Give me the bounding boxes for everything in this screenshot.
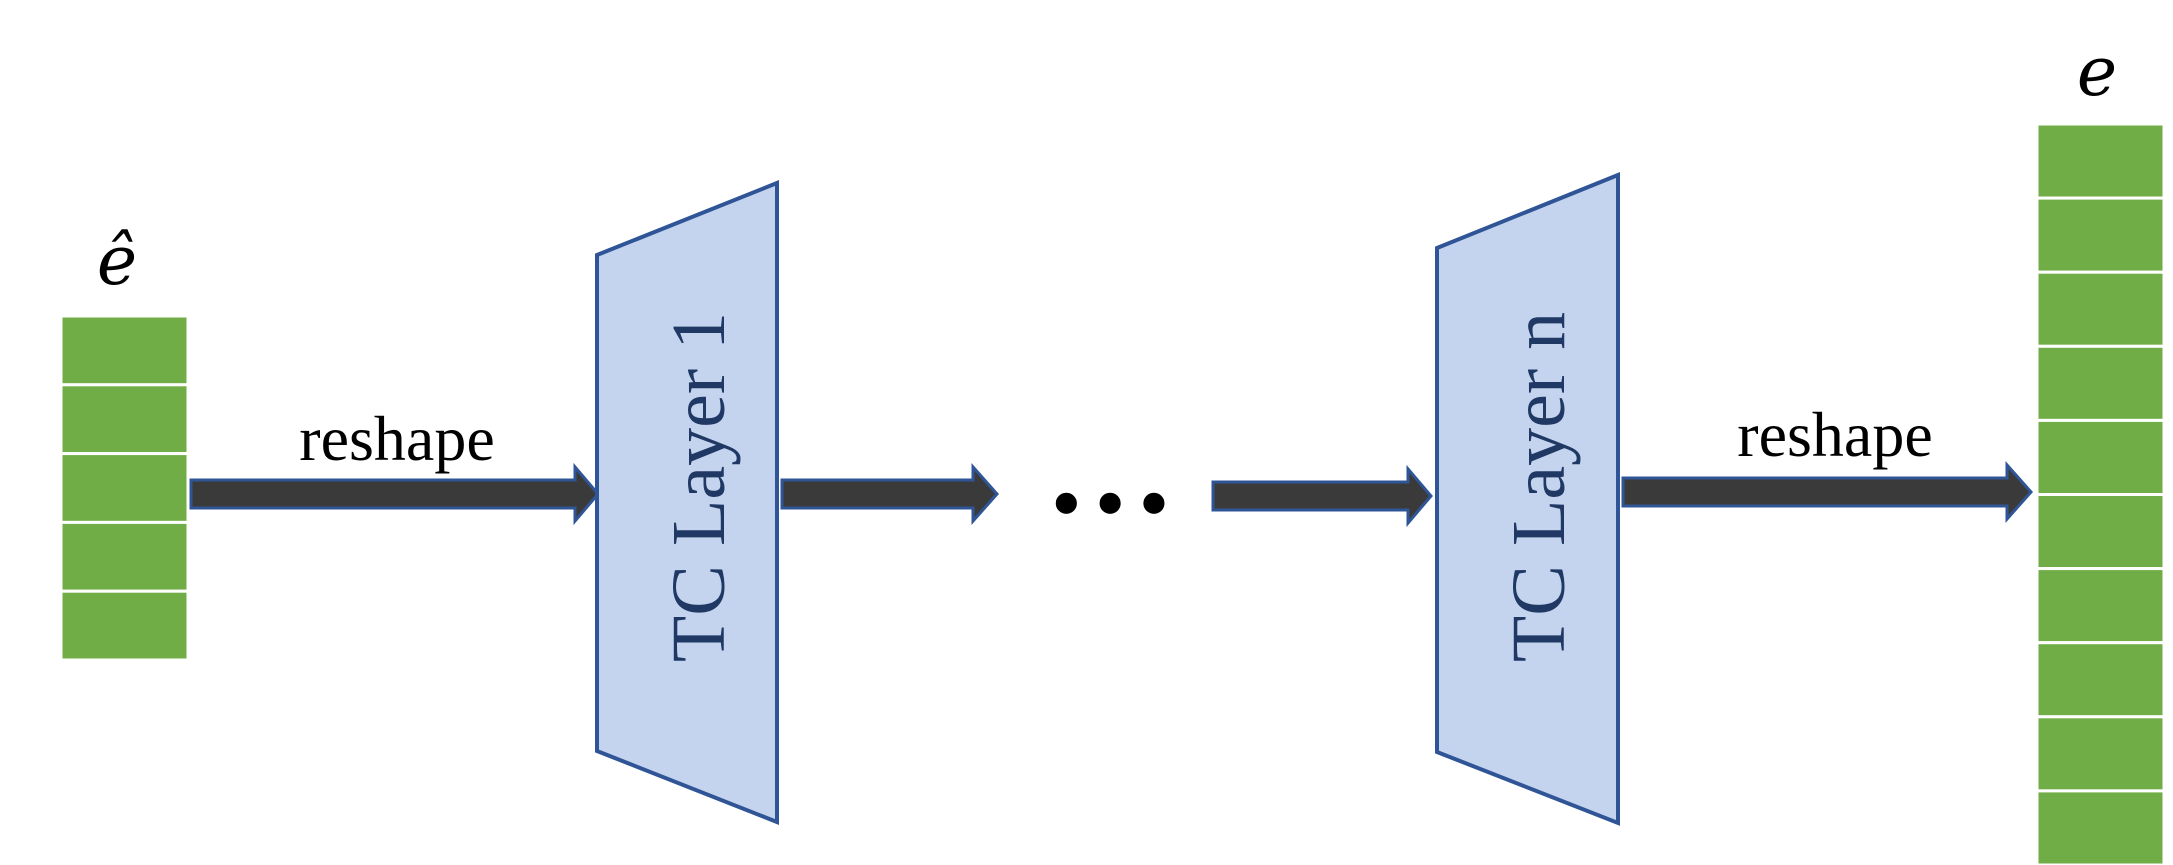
output-vector-cell bbox=[2035, 122, 2166, 200]
tc-layer-1-block bbox=[595, 180, 779, 825]
output-vector-cell bbox=[2035, 493, 2166, 571]
output-vector-cell bbox=[2035, 418, 2166, 496]
output-vector bbox=[2035, 122, 2166, 865]
output-vector-cell bbox=[2035, 196, 2166, 274]
input-vector-cell bbox=[59, 314, 190, 387]
output-vector-cell bbox=[2035, 567, 2166, 645]
arrow-layer1-to-ellipsis bbox=[780, 463, 1000, 525]
tc-layer-1-label: TC Layer 1 bbox=[657, 312, 741, 662]
input-vector-cell bbox=[59, 520, 190, 593]
input-vector-cell bbox=[59, 589, 190, 662]
ellipsis: … bbox=[1045, 397, 1175, 541]
input-symbol: ê bbox=[97, 222, 137, 301]
output-vector-cell bbox=[2035, 270, 2166, 348]
input-vector-cell bbox=[59, 383, 190, 456]
output-vector-cell bbox=[2035, 715, 2166, 793]
output-vector-cell bbox=[2035, 789, 2166, 865]
arrow-ellipsis-to-layern bbox=[1211, 464, 1433, 528]
reshape-label-right: reshape bbox=[1737, 399, 1932, 470]
tc-layer-n-label: TC Layer n bbox=[1497, 312, 1581, 662]
arrow-layern-to-output bbox=[1621, 461, 2034, 523]
arrow-input-to-layer1 bbox=[189, 462, 600, 526]
input-vector-cell bbox=[59, 452, 190, 524]
reshape-label-left: reshape bbox=[299, 403, 494, 474]
output-vector-cell bbox=[2035, 344, 2166, 422]
output-symbol: e bbox=[2077, 33, 2117, 112]
output-vector-cell bbox=[2035, 641, 2166, 719]
tc-layer-n-block bbox=[1435, 172, 1620, 826]
input-vector bbox=[59, 314, 190, 662]
